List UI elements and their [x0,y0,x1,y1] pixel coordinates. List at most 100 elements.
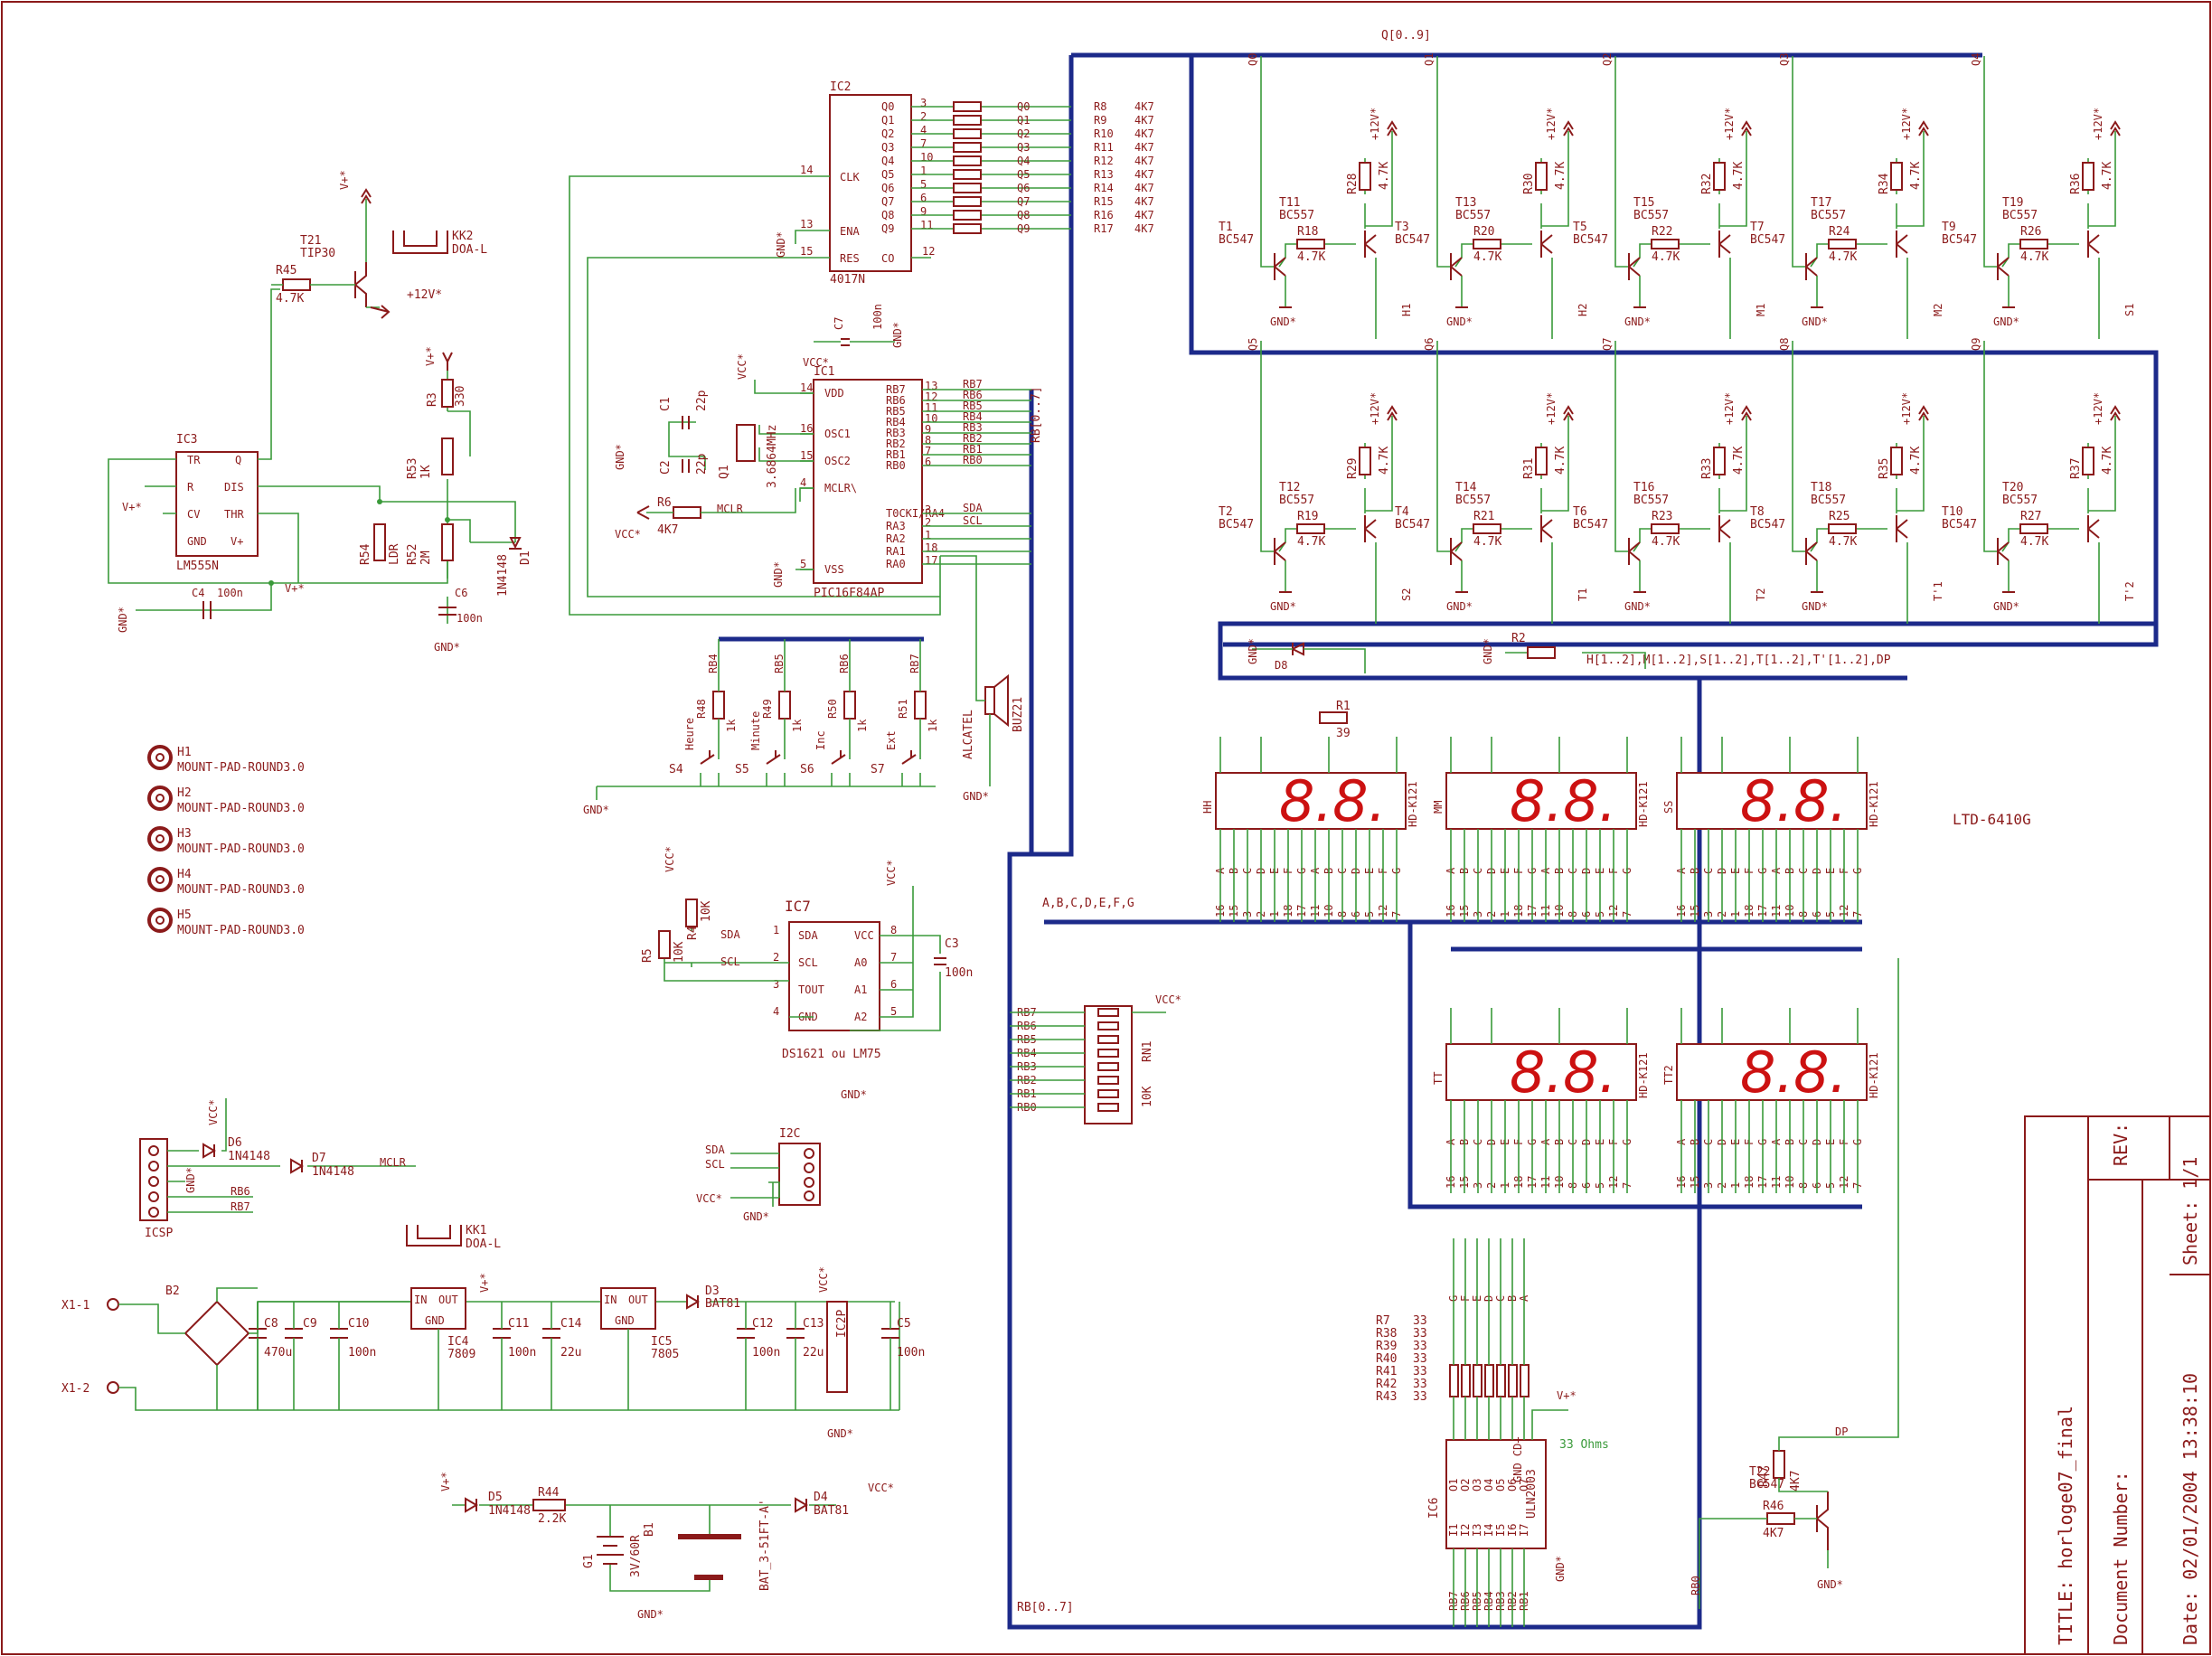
driver-rp-drivers_bottom3: R35 [1878,458,1891,479]
buzzer-section: BUZ21 ALCATEL GND* [940,555,1025,803]
r4-value: 10K [700,900,713,922]
icsp-name: ICSP [145,1227,173,1240]
d8-gnd: GND* [1247,638,1259,664]
t21-part: TIP30 [300,247,335,260]
display-3-digits: 8.8. [1510,1040,1616,1106]
c13-value: 22u [803,1346,824,1360]
kk2-symbol [392,231,448,254]
r5-body [658,930,671,959]
d5-value: 1N4148 [488,1504,531,1518]
i2c-wires [730,1153,780,1207]
ic7-lnum-3: 4 [773,1005,779,1018]
driver-gnd-drivers_bottom3: GND* [1802,600,1828,613]
driver-pnp-val-drivers_top3: BC557 [1811,209,1846,222]
driver-pnp-val-drivers_bottom4: BC557 [2002,494,2038,507]
r6-arrow [636,505,650,520]
ic6-resistor [1520,1364,1530,1397]
ic6-resval-3: 33 [1413,1352,1427,1366]
ic7-rnum-0: 8 [890,924,897,936]
driver-r-body [1296,239,1325,249]
ic6-ipin-6: I7 [1518,1524,1530,1537]
driver-q-drivers_top1: Q1 [1423,53,1435,66]
driver-pnp-val-drivers_bottom1: BC557 [1455,494,1491,507]
i2c-vcc: VCC* [696,1192,722,1205]
button-2-resval: 1k [856,719,869,732]
c7-gnd: GND* [891,322,904,348]
driver-gnd-drivers_top4: GND* [1993,315,2019,328]
power-vplus: V+* [478,1273,491,1293]
driver-rp-drivers_bottom1: R31 [1522,458,1536,479]
button-0-switch-icon [700,750,715,765]
r2-body [1527,646,1556,659]
ic2-pin-ena: ENA [840,225,860,238]
ic1-vcc2: VCC* [736,353,748,380]
driver-pnp-val-drivers_bottom3: BC557 [1811,494,1846,507]
c13-name: C13 [803,1317,824,1331]
c12-name: C12 [752,1317,773,1331]
rn1-element [1097,1035,1119,1044]
g1-name: G1 [582,1554,596,1568]
display-4-model: HD-K121 [1868,1052,1880,1098]
ic2-net-8: Q8 [1017,209,1030,221]
driver-r-drivers_bottom3: R25 [1829,510,1850,523]
i2c-net-scl: SCL [705,1158,725,1171]
ic6-ipin-0: I1 [1447,1524,1460,1537]
driver-q-drivers_top4: Q4 [1970,53,1982,66]
button-1-sw: S5 [735,763,749,776]
display-0-body [1215,772,1407,830]
driver-npn-drivers_top2: T5 [1573,221,1587,234]
ic6-vplus: V+* [1557,1389,1577,1402]
ic3-pin-vplus: V+ [231,535,243,548]
d6-symbol [202,1143,216,1159]
driver-pnp-val-drivers_bottom0: BC557 [1279,494,1314,507]
c9-name: C9 [303,1317,317,1331]
ic1-rpin-7: RB0 [886,459,906,472]
mount-4-value: MOUNT-PAD-ROUND3.0 [177,924,305,937]
ic2-name: IC2 [830,80,851,94]
driver-r-drivers_top3: R24 [1829,225,1850,239]
r3-body [441,379,454,408]
display-4-body [1676,1043,1868,1101]
power-vcc: VCC* [817,1266,830,1293]
button-3-rb: RB7 [908,654,921,673]
driver-r-val-drivers_top1: 4.7K [1473,250,1501,264]
driver-vplus-drivers_top2: +12V* [1723,108,1736,140]
display-0-model: HD-K121 [1407,781,1419,827]
power-rail [258,1301,900,1411]
ic2-resname-0: R8 [1094,100,1106,113]
button-3-resval: 1k [927,719,939,732]
ic1-lnum-0: 14 [800,381,813,394]
c1-value: 22p [695,390,709,411]
driver-transistors [1805,120,1929,308]
i2c-gnd: GND* [743,1210,769,1223]
mount-pad-hole-icon [155,834,165,843]
d1-symbol [509,537,522,550]
kk1-name: KK1 [466,1224,486,1237]
ic6-resval-4: 33 [1413,1365,1427,1378]
c4-symbol [202,601,212,619]
t22-wires [1699,958,1899,1609]
d1-name: D1 [519,550,532,565]
d7-name: D7 [312,1152,326,1165]
title-block: TITLE: horloge07_final Document Number: … [2024,1115,2211,1655]
r45-value: 4.7K [276,292,304,306]
driver-vplus-drivers_bottom4: +12V* [2092,392,2104,425]
ic2-resval-3: 4K7 [1134,141,1154,154]
driver-transistors [1274,405,1398,593]
bus-label-rb-bottom: RB[0..7] [1017,1601,1074,1614]
ic2-resname-7: R15 [1094,195,1114,208]
display-3-model: HD-K121 [1637,1052,1650,1098]
driver-rp-body [1535,447,1548,475]
mount-0-value: MOUNT-PAD-ROUND3.0 [177,761,305,775]
driver-out-drivers_bottom3: T'1 [1932,581,1944,601]
ic5-gnd: GND [615,1314,635,1327]
r1-body [1319,711,1348,724]
rn1-name: RN1 [1141,1041,1154,1062]
ic1-rnet-9: SCL [963,514,983,527]
display-model-label: LTD-6410G [1953,811,2031,828]
t22-gnd: GND* [1817,1578,1843,1591]
driver-npn-drivers_bottom1: T4 [1395,505,1409,519]
driver-r-val-drivers_bottom4: 4.7K [2020,535,2048,549]
ic6-res-5: R42 [1376,1378,1397,1391]
r46-body [1766,1512,1795,1525]
